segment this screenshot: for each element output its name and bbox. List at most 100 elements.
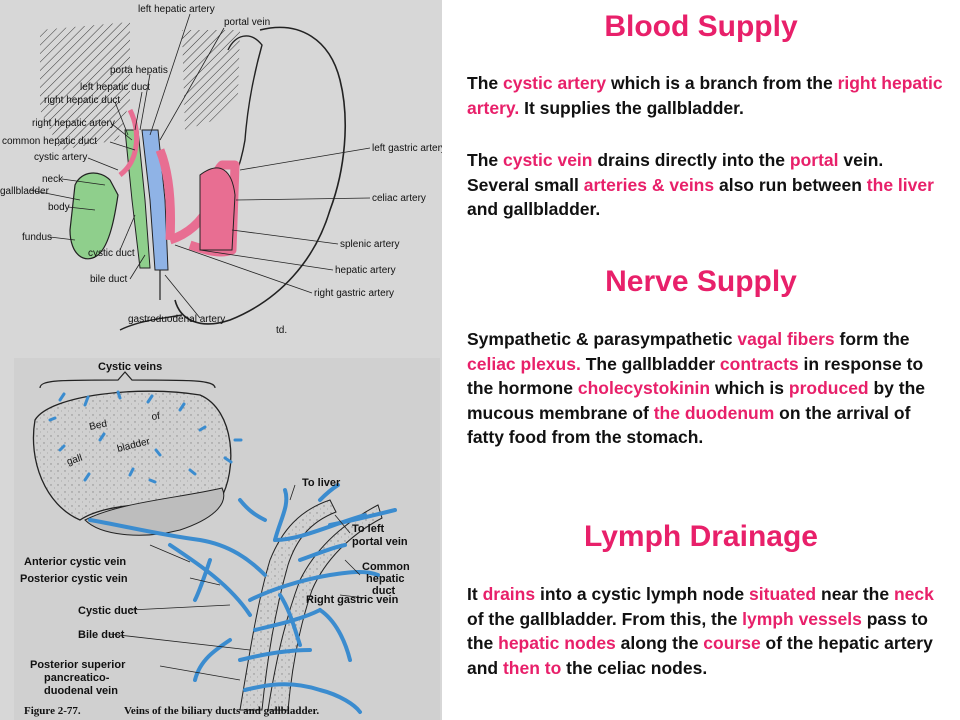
highlight-term: cholecystokinin xyxy=(577,378,711,398)
text-segment: by the mucous membrane of xyxy=(467,378,926,423)
highlight-term: the duodenum xyxy=(653,402,775,423)
bottom-diagram: Cystic veins Bed of gall bladder xyxy=(14,358,440,720)
highlight-term: lymph vessels xyxy=(742,608,862,629)
text-segment: The gallbladder xyxy=(580,353,720,374)
text-segment: which is xyxy=(710,378,789,398)
text-segment: of the hepatic artery and xyxy=(467,633,933,678)
nerve-supply-paragraph: Sympathetic & parasympathetic vagal fibe… xyxy=(467,327,949,450)
highlight-term: course xyxy=(703,633,761,653)
text-segment: in response to the hormone xyxy=(467,353,924,399)
label-common: Common xyxy=(362,561,410,573)
label-pancreatico: pancreatico- xyxy=(44,672,110,684)
anatomy-figures: left hepatic artery portal vein porta he… xyxy=(0,4,442,720)
text-segment: pass to the xyxy=(467,608,928,654)
text-segment: The xyxy=(467,150,503,170)
label-gallbladder: gallbladder xyxy=(0,186,50,197)
bottom-leader-lines xyxy=(109,484,366,681)
highlight-term: the liver xyxy=(866,174,934,195)
top-diagram: left hepatic artery portal vein porta he… xyxy=(0,4,442,336)
label-to-liver: To liver xyxy=(302,477,341,489)
highlight-term: vagal fibers xyxy=(737,329,835,349)
bed-veins xyxy=(48,390,243,484)
highlight-term: arteries & veins xyxy=(583,174,715,195)
text-segment: vein. Several small xyxy=(467,150,884,195)
label-neck: neck xyxy=(42,174,64,185)
label-cystic-duct-bottom: Cystic duct xyxy=(78,605,138,617)
label-right-gastric-vein: Right gastric vein xyxy=(306,594,399,606)
label-hepatic: hepatic xyxy=(366,573,405,585)
highlight-term: cystic vein xyxy=(502,150,593,170)
text-segment: which is a branch from the xyxy=(606,73,838,93)
highlight-term: right hepatic artery. xyxy=(467,73,943,118)
text-segment: drains directly into the xyxy=(592,150,790,170)
liver-hatch-right xyxy=(182,30,240,130)
celiac-trunk-shape xyxy=(199,167,236,251)
caption-text: Veins of the biliary ducts and gallbladd… xyxy=(124,705,319,717)
label-bile-duct-bottom: Bile duct xyxy=(78,629,125,641)
cystic-artery-path xyxy=(118,108,140,177)
bile-duct-column xyxy=(239,499,337,711)
blood-supply-paragraph-1: The cystic artery which is a branch from… xyxy=(467,71,949,120)
text-segment: It xyxy=(467,584,483,604)
label-porta-hepatis: porta hepatis xyxy=(110,65,168,76)
highlight-term: produced xyxy=(788,378,869,398)
label-cystic-duct: cystic duct xyxy=(88,248,135,259)
label-fundus: fundus xyxy=(22,232,52,243)
label-portal-vein: portal vein xyxy=(224,17,270,28)
text-segment: on the arrival of fatty food from the st… xyxy=(467,402,911,448)
label-left-hepatic-duct: left hepatic duct xyxy=(80,82,150,93)
label-td: td. xyxy=(276,325,287,336)
label-bile-duct: bile duct xyxy=(90,274,127,285)
label-posterior-cystic-vein: Posterior cystic vein xyxy=(20,573,128,585)
label-splenic-artery: splenic artery xyxy=(340,239,399,250)
label-anterior-cystic-vein: Anterior cystic vein xyxy=(24,556,126,568)
bed-text-bed: Bed xyxy=(88,418,108,432)
blood-supply-paragraph-2: The cystic vein drains directly into the… xyxy=(467,148,949,222)
highlight-term: contracts xyxy=(719,353,799,374)
heading-lymph-drainage: Lymph Drainage xyxy=(584,520,818,553)
label-posterior-superior: Posterior superior xyxy=(30,659,126,671)
common-hepatic-duct-column xyxy=(267,504,383,711)
stomach-outline xyxy=(174,26,346,325)
text-segment: The xyxy=(467,73,503,93)
heading-blood-supply: Blood Supply xyxy=(604,10,798,43)
highlight-term: neck xyxy=(893,584,934,604)
highlight-term: cystic artery xyxy=(502,73,607,93)
label-cystic-veins: Cystic veins xyxy=(98,361,162,373)
top-leader-lines xyxy=(29,13,371,319)
figure-panel: left hepatic artery portal vein porta he… xyxy=(0,0,442,720)
vein-network xyxy=(88,483,397,714)
label-to-left: To left xyxy=(352,523,385,535)
highlight-term: then to xyxy=(502,657,562,678)
label-left-hepatic-artery: left hepatic artery xyxy=(138,4,215,15)
text-segment: near the xyxy=(816,584,894,604)
text-segment: Sympathetic & parasympathetic xyxy=(467,329,738,349)
liver-hatch xyxy=(40,22,130,150)
text-segment: and gallbladder. xyxy=(467,199,601,219)
duodenum-outline xyxy=(119,314,183,331)
label-duodenal-vein: duodenal vein xyxy=(44,685,118,697)
lymph-drainage-paragraph: It drains into a cystic lymph node situa… xyxy=(467,582,949,680)
bed-text-of: of xyxy=(151,411,161,423)
highlight-term: celiac plexus. xyxy=(467,353,581,374)
label-celiac-artery: celiac artery xyxy=(372,193,426,204)
label-right-hepatic-duct: right hepatic duct xyxy=(44,95,120,106)
label-cystic-artery: cystic artery xyxy=(34,152,87,163)
label-gastroduodenal-artery: gastroduodenal artery xyxy=(128,314,225,325)
text-segment: It supplies the gallbladder. xyxy=(519,97,744,118)
highlight-term: hepatic nodes xyxy=(498,633,616,653)
label-left-gastric-artery: left gastric artery xyxy=(372,143,442,154)
label-body: body xyxy=(48,202,70,213)
text-panel: Blood Supply The cystic artery which is … xyxy=(442,0,960,720)
text-segment: of the gallbladder. From this, the xyxy=(467,608,743,629)
bed-text-gall: gall xyxy=(66,453,84,468)
highlight-term: portal xyxy=(789,150,839,170)
text-segment: along the xyxy=(615,633,704,653)
gallbladder-neck xyxy=(84,487,225,536)
highlight-term: drains xyxy=(482,584,536,604)
cystic-veins-bracket xyxy=(39,371,216,389)
gallbladder-shape xyxy=(69,172,119,260)
label-portal-vein-bottom: portal vein xyxy=(352,536,408,548)
highlight-term: situated xyxy=(749,584,817,604)
label-right-hepatic-artery: right hepatic artery xyxy=(32,118,115,129)
